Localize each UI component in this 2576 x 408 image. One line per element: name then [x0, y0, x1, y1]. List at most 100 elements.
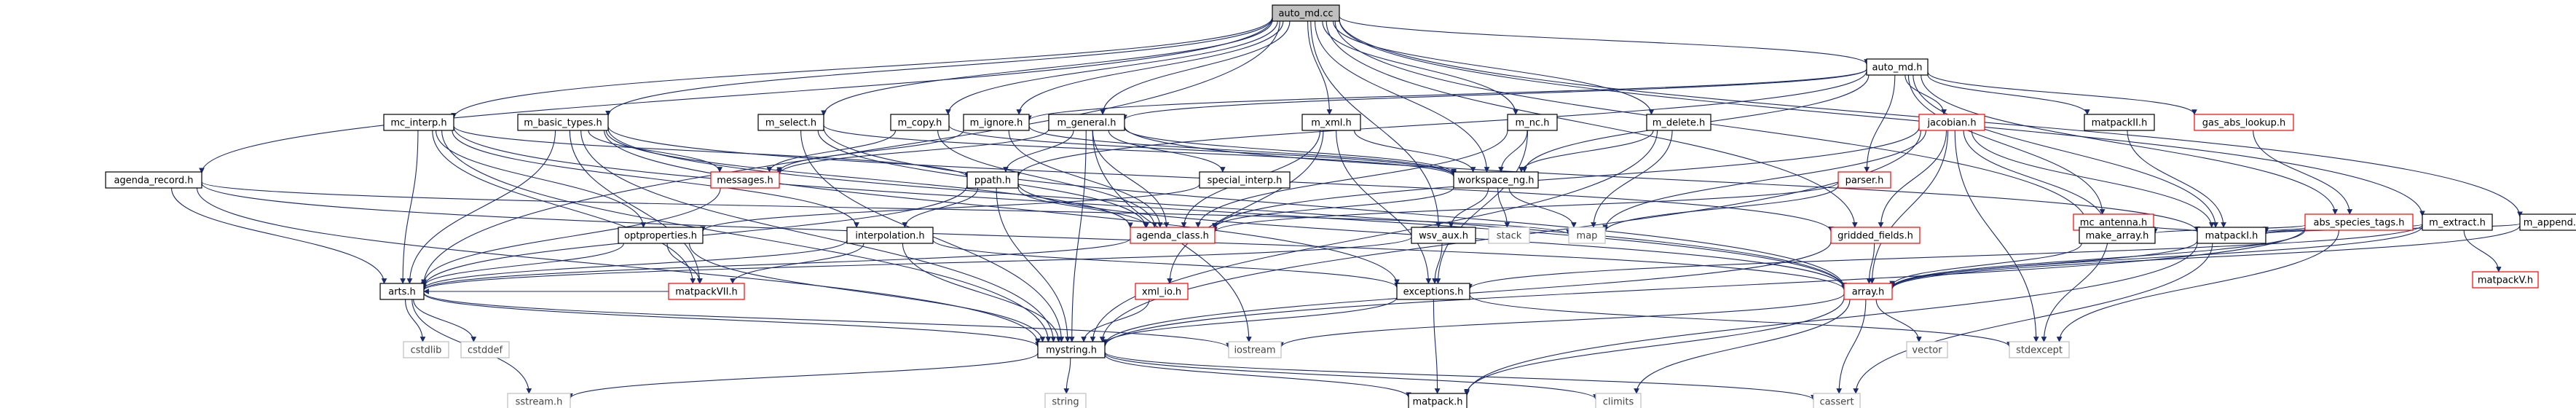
node-m_extract_h[interactable]: m_extract.h: [2422, 213, 2493, 231]
node-m_basic_types_h[interactable]: m_basic_types.h: [517, 114, 609, 131]
node-box: [2194, 114, 2294, 131]
node-agenda_class_h[interactable]: agenda_class.h: [1130, 227, 1216, 244]
node-workspace_ng_h[interactable]: workspace_ng.h: [1453, 171, 1539, 189]
node-m_append_h[interactable]: m_append.h: [2519, 213, 2576, 231]
node-matpackII_h[interactable]: matpackII.h: [2084, 114, 2155, 131]
edge-auto_md_cc-to-agenda_record_h: [199, 17, 1273, 174]
node-interpolation_h[interactable]: interpolation.h: [846, 227, 934, 244]
edge-m_extract_h-to-matpackV_h: [2463, 230, 2502, 272]
node-m_select_h[interactable]: m_select.h: [757, 114, 824, 131]
edge-exceptions_h-to-stdexcept: [1469, 294, 2012, 348]
node-box: [757, 114, 824, 131]
node-exceptions_h[interactable]: exceptions.h: [1396, 283, 1470, 300]
edge-special_interp_h-to-optproperties_h: [700, 184, 1200, 232]
edge-m_ignore_h-to-workspace_ng_h: [1028, 125, 1457, 176]
edge-optproperties_h-to-arts_h: [421, 243, 624, 288]
node-label: vector: [1912, 345, 1942, 356]
edge-m_general_h-to-messages_h: [776, 128, 1049, 175]
node-label: cstdlib: [411, 345, 442, 356]
node-label: matpackI.h: [2205, 231, 2258, 242]
node-cstdlib: cstdlib: [403, 341, 449, 358]
edge-auto_md_cc-to-auto_md_h: [1339, 15, 1870, 65]
node-box: [383, 114, 454, 131]
node-ppath_h[interactable]: ppath.h: [966, 171, 1019, 189]
node-label: m_general.h: [1057, 118, 1116, 129]
edge-mc_interp_h-to-matpackVII_h: [432, 130, 696, 284]
node-mc_interp_h[interactable]: mc_interp.h: [383, 114, 454, 131]
edge-auto_md_cc-to-mc_interp_h: [451, 17, 1273, 119]
node-box: [966, 171, 1019, 189]
node-special_interp_h[interactable]: special_interp.h: [1199, 171, 1291, 189]
node-jacobian_h[interactable]: jacobian.h: [1918, 114, 1985, 131]
node-m_ignore_h[interactable]: m_ignore.h: [963, 114, 1030, 131]
node-label: m_select.h: [765, 118, 816, 129]
edge-ppath_h-to-interpolation_h: [902, 187, 979, 228]
node-box: [1488, 227, 1530, 244]
edge-auto_md_cc-to-make_array_h: [1334, 20, 2091, 228]
node-box: [1646, 114, 1712, 131]
node-cstddef: cstddef: [460, 341, 510, 358]
node-matpackI_h[interactable]: matpackI.h: [2197, 227, 2266, 244]
edge-ppath_h-to-agenda_class_h: [1017, 187, 1150, 228]
node-array_h[interactable]: array.h: [1843, 283, 1893, 300]
edge-m_basic_types_h-to-exceptions_h: [604, 130, 1400, 286]
edge-mc_interp_h-to-array_h: [453, 126, 1847, 289]
edge-auto_md_cc-to-m_ignore_h: [1016, 20, 1284, 115]
node-m_general_h[interactable]: m_general.h: [1048, 114, 1125, 131]
edge-mc_interp_h-to-interpolation_h: [452, 130, 859, 228]
node-optproperties_h[interactable]: optproperties.h: [618, 227, 704, 244]
edge-m_extract_h-to-array_h: [1889, 226, 2423, 289]
node-abs_species_tags_h[interactable]: abs_species_tags.h: [2304, 213, 2414, 231]
node-map: map: [1568, 227, 1606, 244]
node-mystring_h[interactable]: mystring.h: [1037, 341, 1106, 358]
node-gas_abs_lookup_h[interactable]: gas_abs_lookup.h: [2194, 114, 2294, 131]
edge-m_delete_h-to-workspace_ng_h: [1519, 130, 1654, 173]
node-label: special_interp.h: [1208, 176, 1283, 187]
edge-m_general_h-to-workspace_ng_h: [1124, 128, 1457, 175]
node-box: [460, 341, 510, 358]
node-box: [2472, 271, 2539, 289]
node-label: matpack.h: [1413, 397, 1463, 408]
node-agenda_record_h[interactable]: agenda_record.h: [105, 171, 202, 189]
edge-m_basic_types_h-to-mystring_h: [580, 130, 1057, 342]
node-matpackVII_h[interactable]: matpackVII.h: [668, 283, 745, 300]
node-label: matpackII.h: [2092, 118, 2148, 129]
node-climits: climits: [1595, 393, 1642, 408]
node-arts_h[interactable]: arts.h: [379, 283, 425, 300]
edge-messages_h-to-arts_h: [421, 187, 721, 286]
node-messages_h[interactable]: messages.h: [710, 171, 780, 189]
edge-array_h-to-cassert: [1836, 299, 1867, 394]
edge-array_h-to-vector: [1875, 299, 1922, 342]
edge-jacobian_h-to-make_array_h: [1963, 130, 2108, 228]
node-stack: stack: [1488, 227, 1530, 244]
edge-interpolation_h-to-mystring_h: [902, 243, 1062, 342]
node-box: [1199, 171, 1291, 189]
edge-m_nc_h-to-agenda_class_h: [1195, 130, 1508, 228]
edge-arts_h-to-mystring_h: [423, 293, 1041, 348]
node-xml_io_h[interactable]: xml_io.h: [1135, 283, 1189, 300]
node-m_delete_h[interactable]: m_delete.h: [1646, 114, 1712, 131]
edge-jacobian_h-to-array_h: [1869, 130, 1949, 284]
edge-abs_species_tags_h-to-mystring_h: [1102, 227, 2306, 348]
edge-m_extract_h-to-exceptions_h: [1467, 224, 2423, 290]
edge-jacobian_h-to-agenda_class_h: [1212, 127, 1920, 230]
node-label: agenda_record.h: [114, 176, 193, 187]
node-wsv_aux_h[interactable]: wsv_aux.h: [1411, 227, 1476, 244]
node-box: [618, 227, 704, 244]
edge-mystring_h-to-sstream_h: [567, 353, 1039, 399]
node-label: mc_interp.h: [390, 118, 446, 129]
node-auto_md_h[interactable]: auto_md.h: [1866, 58, 1929, 76]
node-label: messages.h: [717, 176, 773, 187]
node-m_copy_h[interactable]: m_copy.h: [890, 114, 950, 131]
node-m_xml_h[interactable]: m_xml.h: [1301, 114, 1361, 131]
node-m_nc_h[interactable]: m_nc.h: [1507, 114, 1558, 131]
node-label: m_append.h: [2524, 218, 2576, 229]
node-label: cstddef: [468, 345, 503, 356]
node-gridded_fields_h[interactable]: gridded_fields.h: [1830, 227, 1921, 244]
edge-auto_md_cc-to-m_copy_h: [945, 20, 1278, 115]
node-matpackV_h[interactable]: matpackV.h: [2472, 271, 2539, 289]
node-matpack_h[interactable]: matpack.h: [1408, 393, 1468, 408]
node-make_array_h[interactable]: make_array.h: [2079, 227, 2156, 244]
node-box: [1301, 114, 1361, 131]
node-parser_h[interactable]: parser.h: [1838, 171, 1891, 189]
